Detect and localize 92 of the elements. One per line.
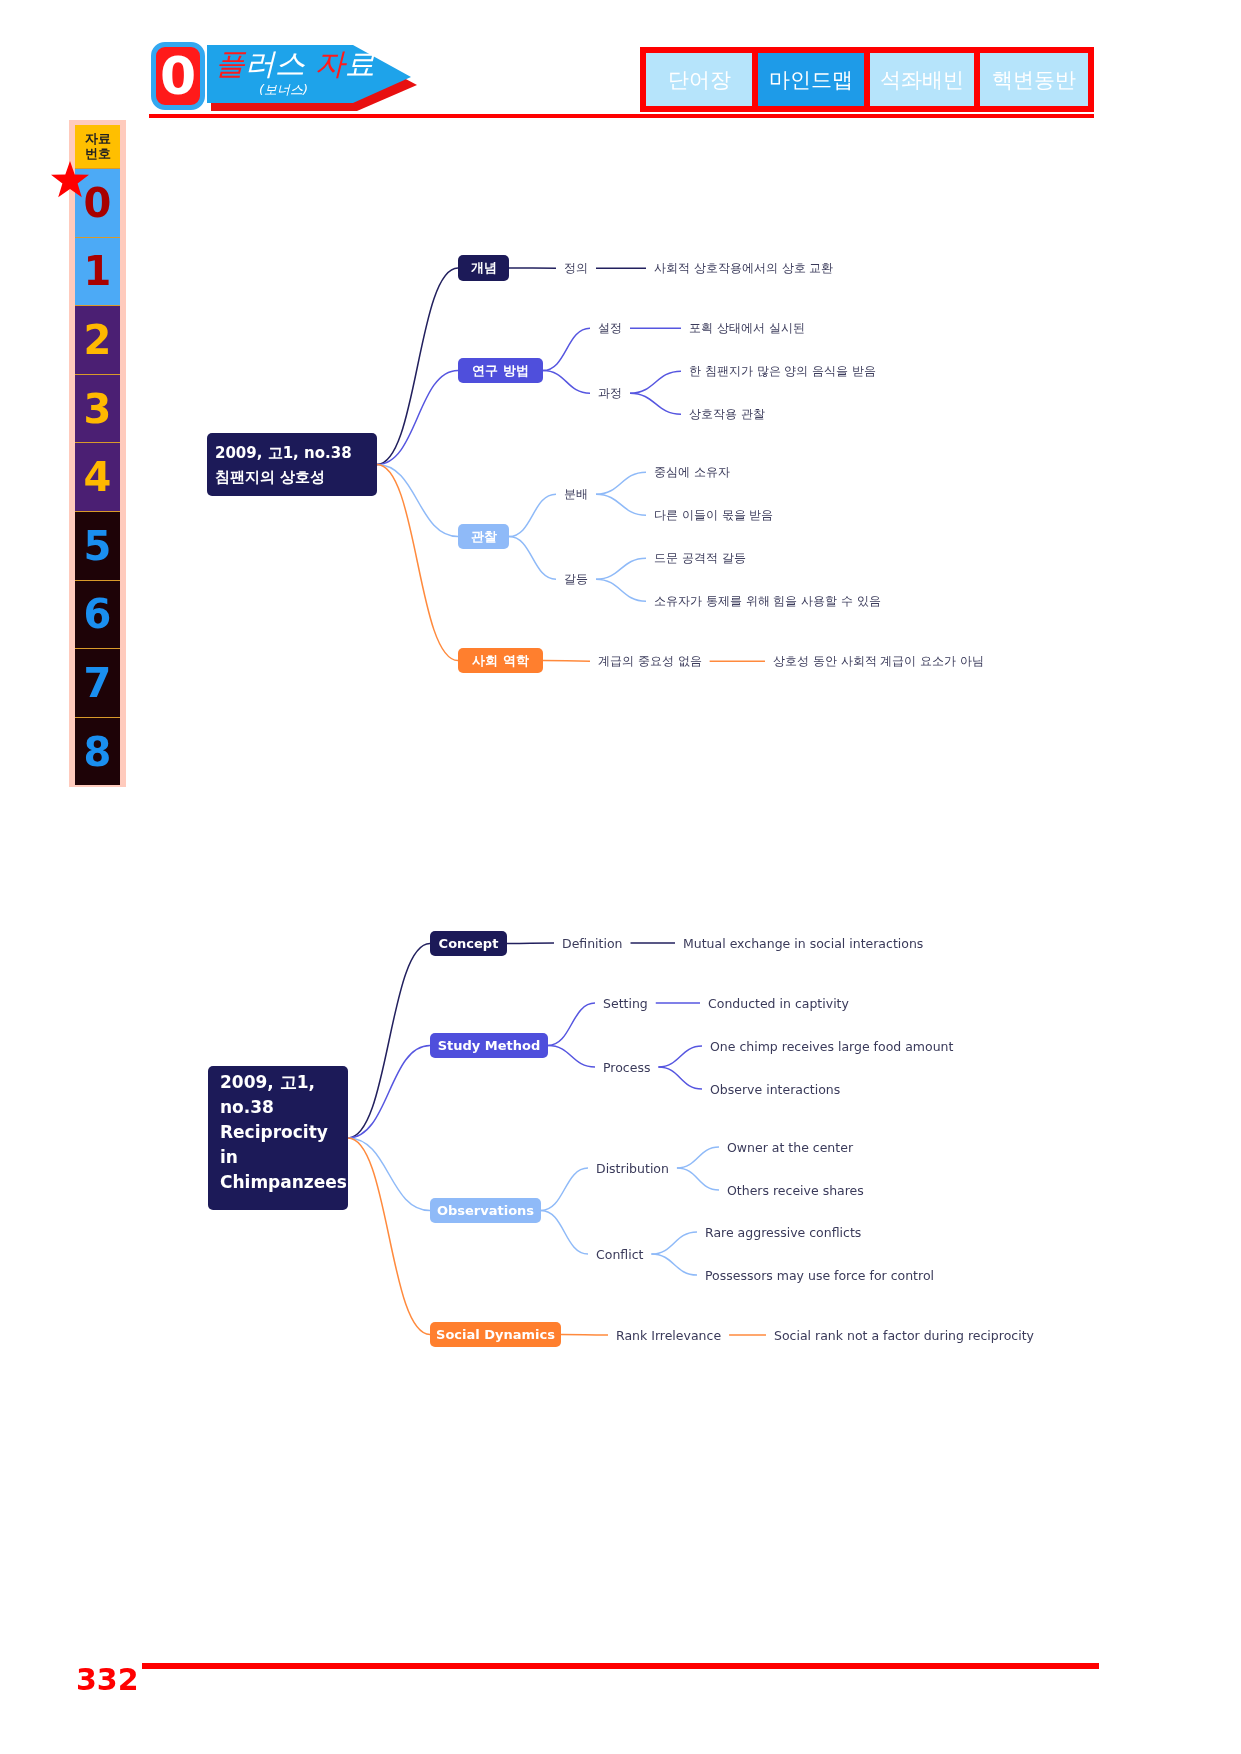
connector-line [347,1044,431,1139]
number-tab: 8 [75,716,120,786]
connector-line [542,369,591,394]
branch-label: Setting [595,995,656,1011]
connector-line [508,535,557,580]
connector-line [547,1044,596,1068]
connector-line [595,557,647,580]
leaf-text: Rare aggressive conflicts [697,1224,870,1240]
connector-line [506,942,555,945]
branch-label: Rank Irrelevance [608,1327,730,1343]
leaf-text: 한 침팬지가 많은 양의 음식을 받음 [681,364,885,379]
banner-title: 플러스 자료 [215,47,375,80]
leaf-text: One chimp receives large food amount [702,1038,962,1054]
topic-box: Concept [430,931,507,956]
connector-line [547,1002,596,1047]
number-tab: 4 [75,442,120,511]
topic-box: Social Dynamics [430,1322,561,1347]
topic-box: Study Method [430,1033,548,1058]
leaf-text: Others receive shares [719,1182,872,1198]
number-tab: 3 [75,373,120,443]
leaf-text: Owner at the center [719,1139,862,1155]
number-tab: 0 [75,168,120,237]
central-topic-box: 2009, 고1, no.38 침팬지의 상호성 [207,433,377,496]
connector-line [629,327,682,329]
number-tab: 6 [75,579,120,649]
topic-box: Observations [430,1198,541,1223]
leaf-text: 다른 이들이 몫을 받음 [646,508,782,523]
tab: 단어장 [646,53,752,106]
number-badge: 0 [151,42,205,110]
connector-line [728,1334,767,1336]
connector-line [629,942,676,944]
leaf-text: 드문 공격적 갈등 [646,551,754,566]
banner-subtitle: (보너스) [259,81,309,99]
connector-line [595,493,647,516]
branch-label: 갈등 [556,572,596,587]
connector-line [655,1002,701,1004]
leaf-text: Mutual exchange in social interactions [675,935,932,951]
tab-bar [640,47,1094,112]
tab: 마인드맵 [758,53,864,106]
connector-line [708,660,766,662]
branch-label: 분배 [556,487,596,502]
number-tab: 7 [75,648,120,717]
topic-box: 관찰 [458,524,509,549]
branch-label: 과정 [590,386,630,401]
branch-label: Conflict [588,1246,652,1262]
leaf-text: 사회적 상호작용에서의 상호 교환 [646,261,842,276]
connector-line [629,392,682,415]
connector-line [560,1333,609,1336]
leaf-text: 포획 상태에서 실시된 [681,321,813,336]
tab: 핵변동반 [980,53,1088,106]
branch-label: 정의 [556,261,596,276]
branch-label: 설정 [590,321,630,336]
connector-line [595,267,647,269]
connector-line [650,1253,698,1276]
connector-line [676,1167,720,1191]
connector-line [347,1137,431,1336]
topic-box: 사회 역학 [458,648,543,673]
connector-line [540,1167,589,1212]
leaf-text: 상호성 동안 사회적 계급이 요소가 아님 [765,654,993,669]
connector-line [595,471,647,495]
sidebar-heading: 자료 번호 [75,125,120,168]
connector-line [542,327,591,372]
connector-line [595,578,647,602]
arrow-banner [207,45,417,111]
number-tab: 1 [75,236,120,306]
page-number: 332 [76,1662,139,1697]
connector-line [508,493,557,538]
connector-line [657,1066,703,1090]
number-tab: 5 [75,511,120,580]
leaf-text: 중심에 소유자 [646,465,738,480]
topic-box: 연구 방법 [458,358,543,383]
branch-label: Process [595,1059,659,1075]
number-sidebar [69,120,126,787]
connector-line [629,370,682,394]
leaf-text: Social rank not a factor during reciprocity [766,1327,1042,1343]
connector-line [376,463,459,662]
central-topic-box: 2009, 고1, no.38 Reciprocity in Chimpanzees [208,1066,348,1210]
branch-label: Distribution [588,1160,677,1176]
topic-box: 개념 [458,255,509,281]
connector-line [508,267,557,269]
branch-label: Definition [554,935,631,951]
connector-line [542,659,591,662]
leaf-text: Possessors may use force for control [697,1267,942,1283]
number-tab: 2 [75,305,120,374]
connector-line [376,267,459,466]
leaf-text: 상호작용 관찰 [681,407,773,422]
tab: 석좌배빈 [870,53,974,106]
branch-label: 계급의 중요성 없음 [590,654,710,669]
leaf-text: Conducted in captivity [700,995,857,1011]
leaf-text: Observe interactions [702,1081,849,1097]
connector-line [540,1209,589,1255]
leaf-text: 소유자가 통제를 위해 힘을 사용할 수 있음 [646,594,889,609]
